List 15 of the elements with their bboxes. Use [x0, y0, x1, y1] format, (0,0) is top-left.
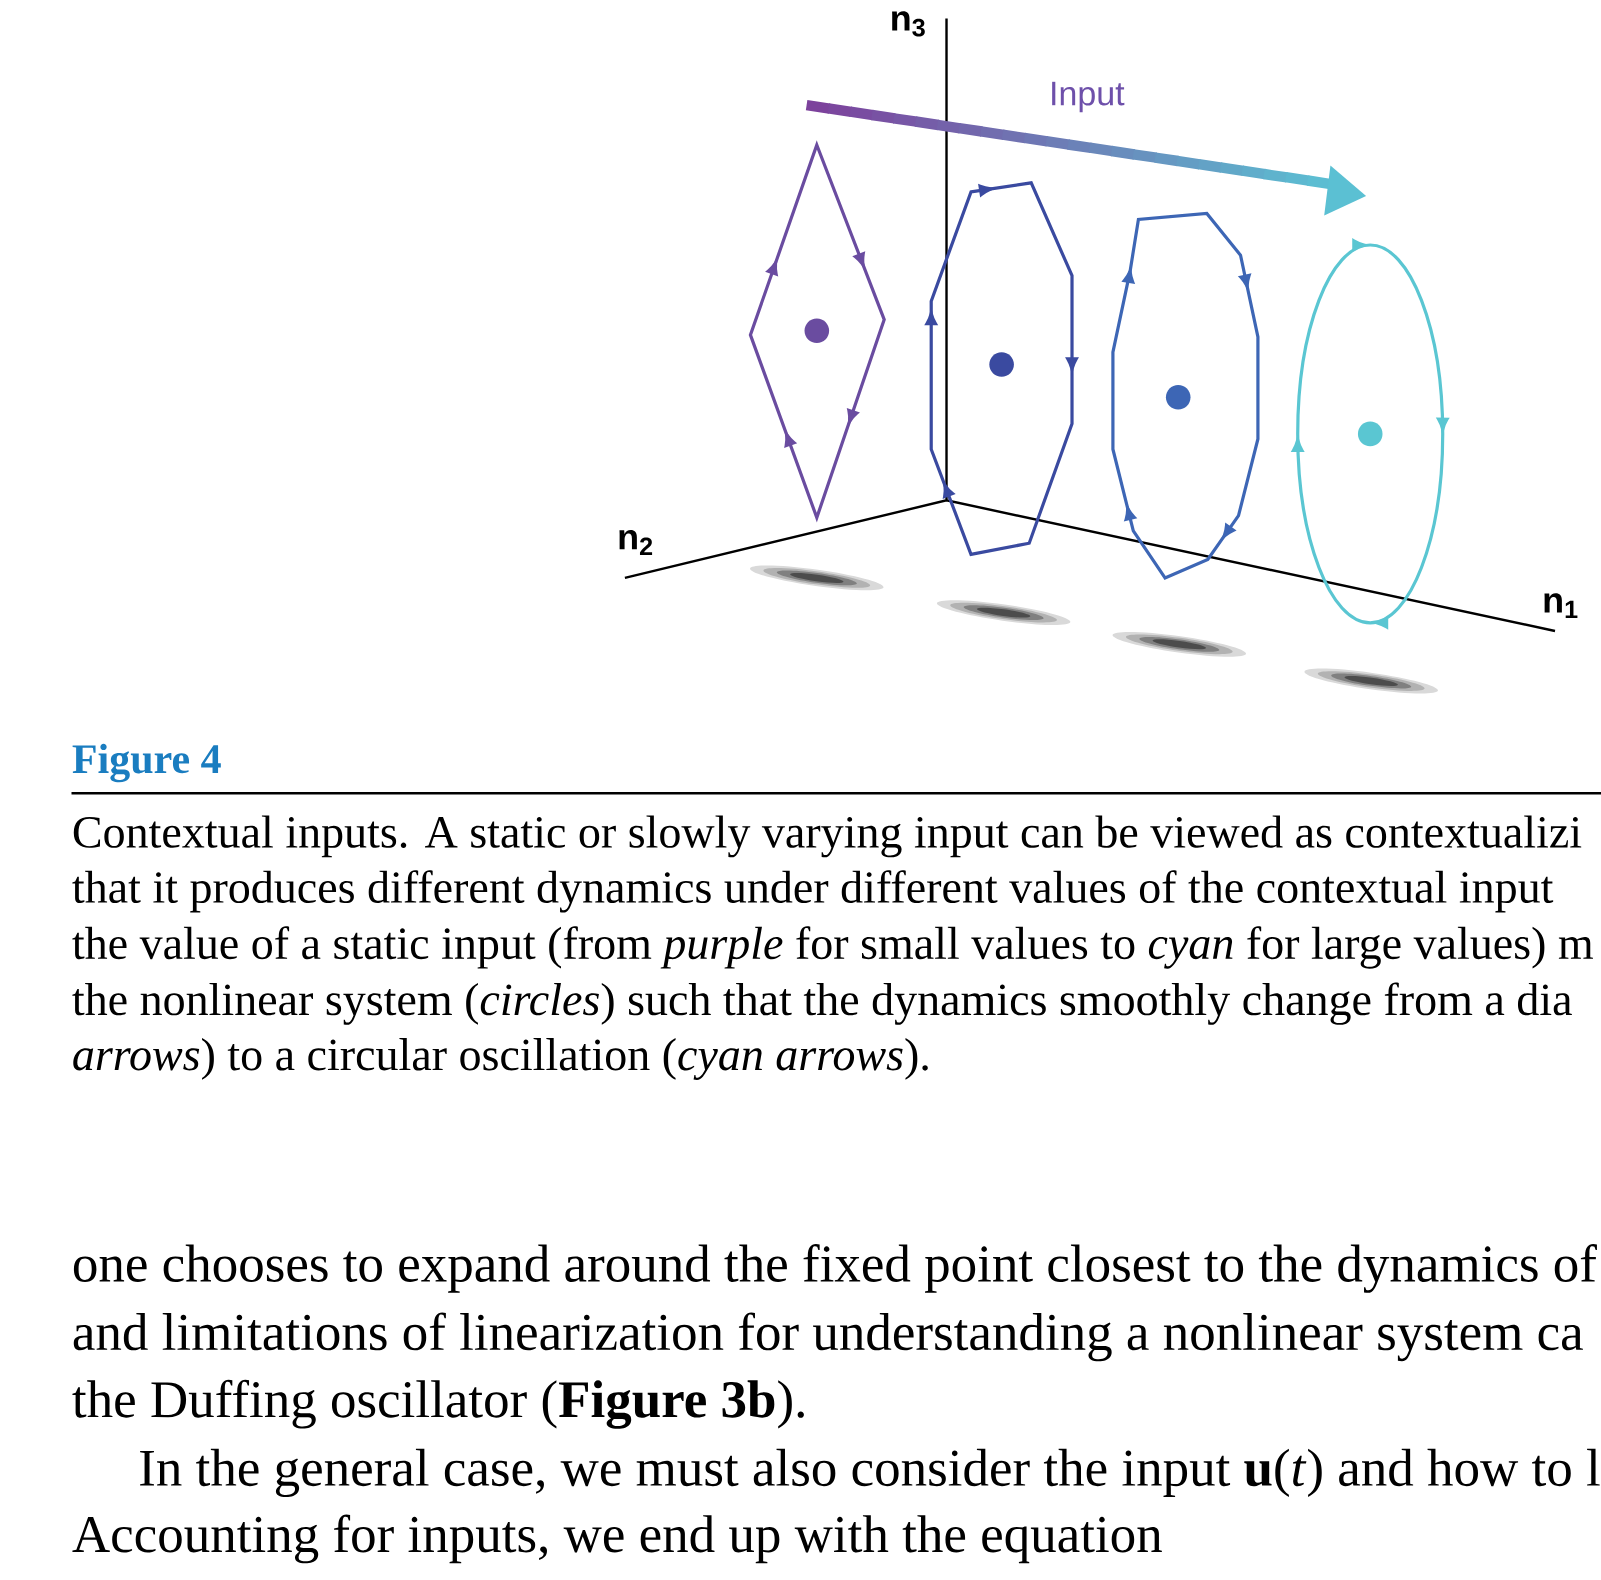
body-text: the Duffing oscillator (Figure 3b). — [72, 1379, 804, 1429]
body-text: one chooses to expand around the fixed point closest to the dynamics of — [73, 1244, 1597, 1293]
axis-label: n$_{1}$ — [1544, 593, 1578, 619]
body-text: Accounting for inputs, we end up with the equation — [72, 1514, 1162, 1564]
arrow-label: Input — [1052, 81, 1125, 113]
body-text: In the general case, we must also consider the input u(t) and how to l — [140, 1448, 1600, 1498]
caption-text: Contextual inputs. A static or slowly varying input can be viewed as contextualizi — [73, 815, 1582, 858]
axis-label: n$_{3}$ — [892, 11, 925, 37]
caption-text: the value of a static input (from purple for small values to cyan for large values) m — [72, 926, 1593, 969]
caption-text: that it produces different dynamics under different values of the contextual input — [72, 870, 1554, 913]
axis-label: n$_{2}$ — [619, 529, 653, 555]
figure-title: Figure 4 — [72, 743, 221, 783]
caption-text: the nonlinear system (circles) such that the dynamics smoothly change from a dia — [72, 982, 1572, 1025]
body-text: and limitations of linearization for understanding a nonlinear system ca — [73, 1312, 1583, 1362]
caption-text: arrows) to a circular oscillation (cyan arrows). — [73, 1038, 928, 1080]
